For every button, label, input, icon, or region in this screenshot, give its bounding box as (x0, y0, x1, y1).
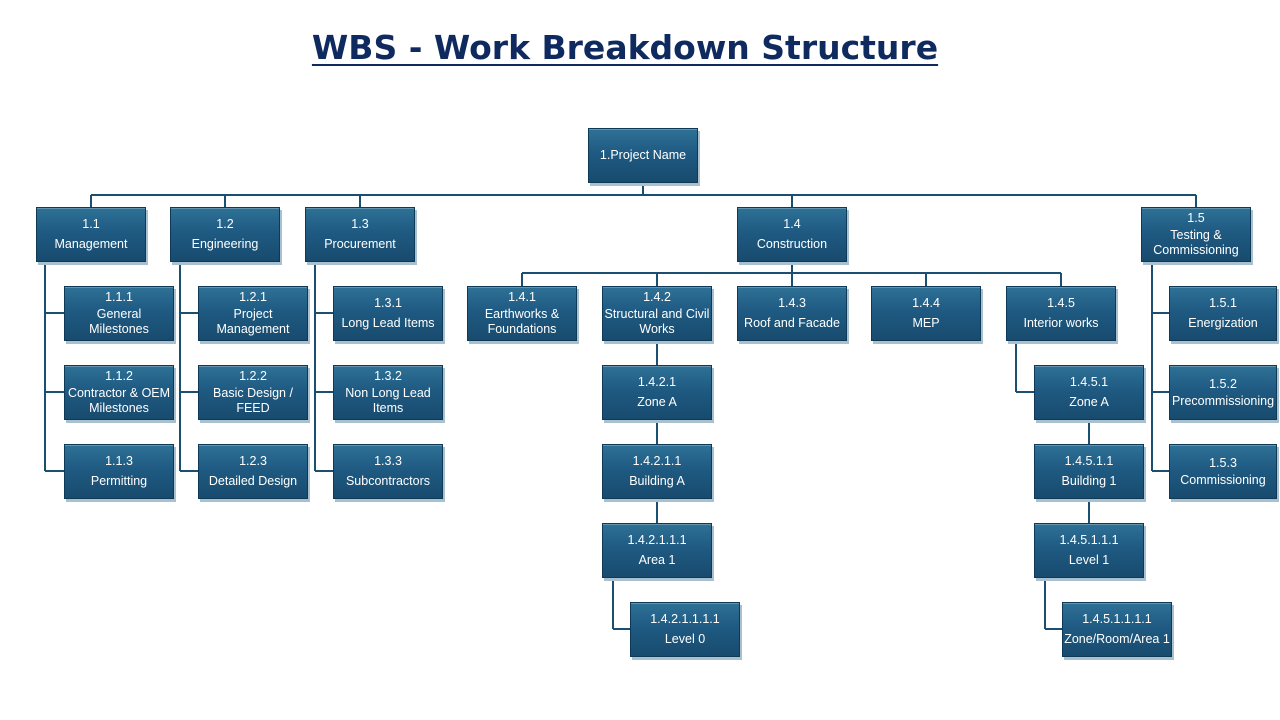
node-1-4-5-1-1-1[interactable]: 1.4.5.1.1.1 Level 1 (1034, 523, 1144, 578)
node-label: Level 1 (1068, 553, 1110, 567)
node-label: Non Long Lead Items (345, 386, 431, 415)
page-title: WBS - Work Breakdown Structure (311, 28, 939, 67)
node-project-name[interactable]: 1.Project Name (588, 128, 698, 183)
node-1-3-1[interactable]: 1.3.1 Long Lead Items (333, 286, 443, 341)
node-label: Procurement (324, 237, 396, 251)
node-code: 1.3.3 (374, 454, 402, 468)
node-code: 1.4.2 (643, 290, 671, 304)
node-code: 1.4.2.1.1.1.1 (650, 612, 720, 626)
node-code: 1.4.5.1.1 (1064, 454, 1114, 468)
node-1-4-5-1[interactable]: 1.4.5.1 Zone A (1034, 365, 1144, 420)
node-1-4-2-1-1-1-1[interactable]: 1.4.2.1.1.1.1 Level 0 (630, 602, 740, 657)
node-code: 1.1.1 (105, 290, 133, 304)
node-label: Contractor & OEM Milestones (67, 386, 171, 415)
node-1-4-2[interactable]: 1.4.2 Structural and Civil Works (602, 286, 712, 341)
node-code: 1.3 (351, 217, 369, 231)
node-label: Level 0 (664, 632, 706, 646)
node-1-4-construction[interactable]: 1.4 Construction (737, 207, 847, 262)
node-code: 1.5 (1187, 211, 1205, 225)
node-code: 1.3.1 (374, 296, 402, 310)
node-1-3-3[interactable]: 1.3.3 Subcontractors (333, 444, 443, 499)
node-code: 1.4.5 (1047, 296, 1075, 310)
node-1-4-5[interactable]: 1.4.5 Interior works (1006, 286, 1116, 341)
node-1-4-2-1-1[interactable]: 1.4.2.1.1 Building A (602, 444, 712, 499)
node-code: 1.4 (783, 217, 801, 231)
node-label: Roof and Facade (744, 316, 840, 330)
node-1-1-1[interactable]: 1.1.1 General Milestones (64, 286, 174, 341)
node-1-5-3[interactable]: 1.5.3 Commissioning (1169, 444, 1277, 499)
node-code: 1.4.2.1.1 (632, 454, 682, 468)
node-label: Testing & Commissioning (1153, 228, 1239, 257)
node-1-4-5-1-1[interactable]: 1.4.5.1.1 Building 1 (1034, 444, 1144, 499)
node-label: Structural and Civil Works (604, 307, 710, 336)
node-label: Basic Design / FEED (213, 386, 293, 415)
node-code: 1.Project Name (599, 148, 687, 162)
node-1-2-1[interactable]: 1.2.1 Project Management (198, 286, 308, 341)
node-label: Subcontractors (345, 474, 431, 488)
node-code: 1.4.5.1 (1069, 375, 1109, 389)
node-label: Long Lead Items (341, 316, 435, 330)
node-label: MEP (912, 316, 940, 330)
node-label: Earthworks & Foundations (484, 307, 560, 336)
node-code: 1.2 (216, 217, 234, 231)
node-label: Detailed Design (208, 474, 298, 488)
node-code: 1.5.3 (1209, 455, 1237, 470)
node-label: Interior works (1023, 316, 1099, 330)
node-code: 1.2.1 (239, 290, 267, 304)
node-1-2-engineering[interactable]: 1.2 Engineering (170, 207, 280, 262)
node-code: 1.5.1 (1209, 296, 1237, 310)
node-1-4-5-1-1-1-1[interactable]: 1.4.5.1.1.1.1 Zone/Room/Area 1 (1062, 602, 1172, 657)
node-code: 1.2.2 (239, 369, 267, 383)
node-code: 1.4.4 (912, 296, 940, 310)
node-code: 1.4.2.1.1.1 (627, 533, 687, 547)
node-label: Zone/Room/Area 1 (1064, 632, 1170, 646)
node-code: 1.1.3 (105, 454, 133, 468)
node-code: 1.1.2 (105, 369, 133, 383)
node-code: 1.4.3 (778, 296, 806, 310)
node-label: Area 1 (638, 553, 676, 567)
node-1-4-3[interactable]: 1.4.3 Roof and Facade (737, 286, 847, 341)
node-1-4-1[interactable]: 1.4.1 Earthworks & Foundations (467, 286, 577, 341)
node-label: Engineering (191, 237, 259, 251)
node-code: 1.3.2 (374, 369, 402, 383)
node-code: 1.4.5.1.1.1.1 (1082, 612, 1152, 626)
node-label: Project Management (216, 307, 290, 336)
node-1-5-2[interactable]: 1.5.2 Precommissioning (1169, 365, 1277, 420)
node-code: 1.1 (82, 217, 100, 231)
node-label: Zone A (637, 395, 677, 409)
node-1-1-2[interactable]: 1.1.2 Contractor & OEM Milestones (64, 365, 174, 420)
node-1-5-1[interactable]: 1.5.1 Energization (1169, 286, 1277, 341)
node-label: Management (54, 237, 128, 251)
node-code: 1.2.3 (239, 454, 267, 468)
node-label: Commissioning (1180, 472, 1266, 487)
node-label: Zone A (1069, 395, 1109, 409)
node-1-3-procurement[interactable]: 1.3 Procurement (305, 207, 415, 262)
node-1-4-2-1[interactable]: 1.4.2.1 Zone A (602, 365, 712, 420)
node-1-1-management[interactable]: 1.1 Management (36, 207, 146, 262)
node-code: 1.4.2.1 (637, 375, 677, 389)
node-1-4-4[interactable]: 1.4.4 MEP (871, 286, 981, 341)
node-label: Permitting (90, 474, 148, 488)
node-code: 1.4.5.1.1.1 (1059, 533, 1119, 547)
node-label: Energization (1188, 316, 1258, 330)
node-1-3-2[interactable]: 1.3.2 Non Long Lead Items (333, 365, 443, 420)
node-label: General Milestones (89, 307, 149, 336)
node-label: Construction (756, 237, 828, 251)
node-label: Building 1 (1061, 474, 1117, 488)
node-code: 1.4.1 (508, 290, 536, 304)
node-1-2-2[interactable]: 1.2.2 Basic Design / FEED (198, 365, 308, 420)
node-label: Precommissioning (1171, 393, 1275, 408)
node-1-4-2-1-1-1[interactable]: 1.4.2.1.1.1 Area 1 (602, 523, 712, 578)
node-code: 1.5.2 (1209, 376, 1237, 391)
node-label: Building A (629, 474, 685, 488)
node-1-1-3[interactable]: 1.1.3 Permitting (64, 444, 174, 499)
node-1-5-testing-commissioning[interactable]: 1.5 Testing & Commissioning (1141, 207, 1251, 262)
node-1-2-3[interactable]: 1.2.3 Detailed Design (198, 444, 308, 499)
